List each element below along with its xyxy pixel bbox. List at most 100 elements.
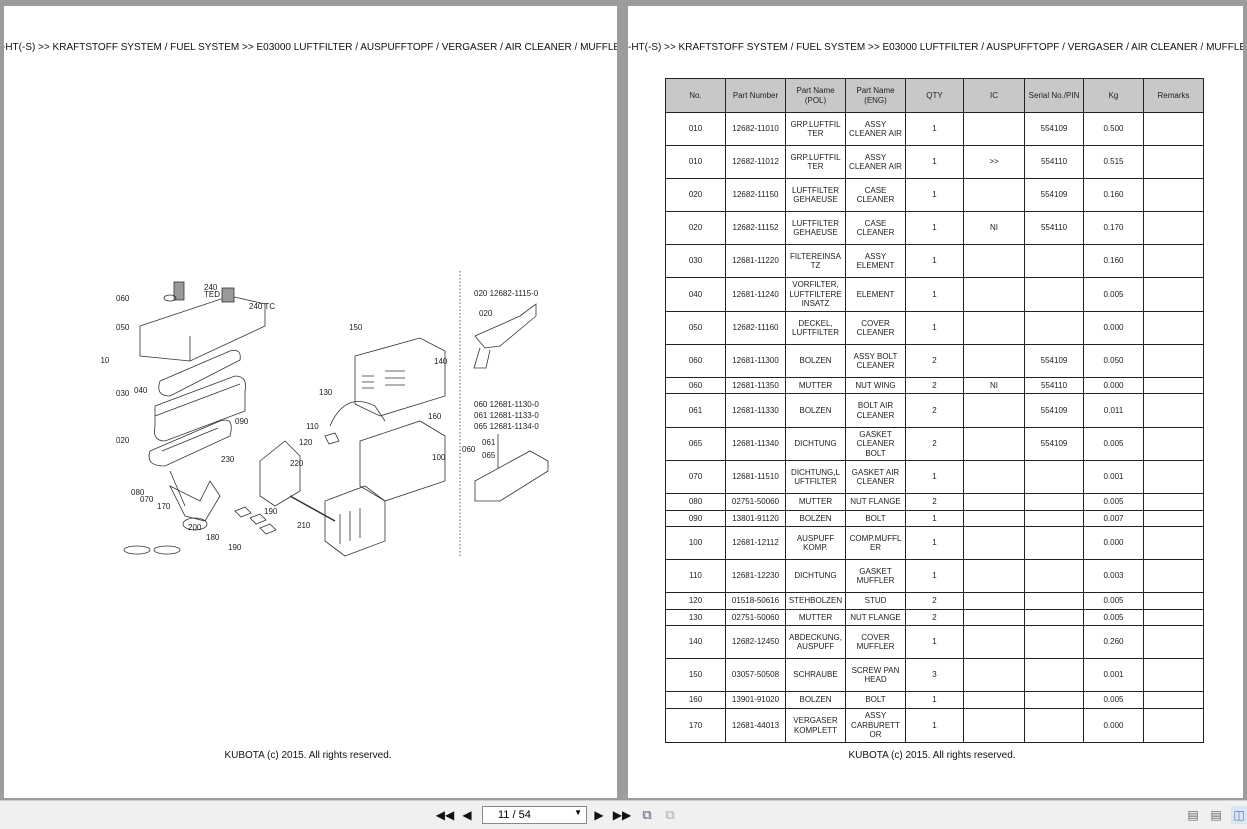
table-cell: 2 <box>906 428 964 461</box>
table-cell: ASSY CLEANER AIR <box>846 146 906 179</box>
table-cell <box>964 494 1025 511</box>
copy-page-icon[interactable]: ⧉ <box>665 807 675 822</box>
table-cell: COVER MUFFLER <box>846 626 906 659</box>
table-cell: 1 <box>906 709 964 743</box>
table-cell: 1 <box>906 212 964 245</box>
table-cell <box>1025 593 1084 610</box>
callout: 050 <box>116 323 130 332</box>
table-cell <box>1025 659 1084 692</box>
callout: 020 <box>116 436 130 445</box>
table-cell: 110 <box>666 560 726 593</box>
table-cell: 0.170 <box>1084 212 1144 245</box>
table-cell: 02751-50060 <box>726 610 786 626</box>
table-cell <box>1144 212 1204 245</box>
table-cell: 0.001 <box>1084 659 1144 692</box>
table-cell: 0.260 <box>1084 626 1144 659</box>
table-cell: NUT FLANGE <box>846 610 906 626</box>
previous-page-icon[interactable]: ◀ <box>462 808 472 822</box>
table-cell: 1 <box>906 527 964 560</box>
table-cell: 2 <box>906 378 964 394</box>
callout: 065 12681-1134-0 <box>474 422 539 431</box>
table-cell: 554109 <box>1025 179 1084 212</box>
callout: 020 12682-1115-0 <box>474 289 539 298</box>
table-cell: 12682-11012 <box>726 146 786 179</box>
table-cell: 0.005 <box>1084 428 1144 461</box>
callout: 190 <box>264 507 278 516</box>
callout: 240 TC <box>249 302 275 311</box>
column-header: IC <box>964 79 1025 113</box>
table-cell: BOLZEN <box>786 345 846 378</box>
muffler-shape <box>359 420 446 502</box>
callout: 150 <box>349 323 363 332</box>
single-page-view-icon[interactable]: ▤ <box>1187 808 1199 822</box>
breadcrumb: -HT(-S) >> KRAFTSTOFF SYSTEM / FUEL SYST… <box>4 42 617 53</box>
table-cell <box>964 428 1025 461</box>
left-page: -HT(-S) >> KRAFTSTOFF SYSTEM / FUEL SYST… <box>4 6 617 798</box>
table-cell: 2 <box>906 345 964 378</box>
table-cell: MUTTER <box>786 494 846 511</box>
table-cell: 0.001 <box>1084 461 1144 494</box>
extract-page-icon[interactable]: ⧉ <box>642 807 652 822</box>
callout: 180 <box>206 533 220 542</box>
table-cell: VORFILTER, LUFTFILTERE INSATZ <box>786 278 846 312</box>
table-cell: GASKET AIR CLEANER <box>846 461 906 494</box>
table-cell <box>1144 527 1204 560</box>
case-variant-shape <box>473 303 537 369</box>
table-cell: 12681-12230 <box>726 560 786 593</box>
table-cell: 01518-50616 <box>726 593 786 610</box>
breadcrumb: -HT(-S) >> KRAFTSTOFF SYSTEM / FUEL SYST… <box>628 42 1243 53</box>
table-cell: >> <box>964 146 1025 179</box>
table-cell <box>964 113 1025 146</box>
table-cell <box>1025 461 1084 494</box>
continuous-view-icon[interactable]: ▤ <box>1210 808 1222 822</box>
callout: 060 12681-1130-0 <box>474 400 539 409</box>
table-cell: 554110 <box>1025 212 1084 245</box>
callout: 030 <box>116 389 130 398</box>
table-cell: CASE CLEANER <box>846 179 906 212</box>
table-cell: 13801-91120 <box>726 511 786 527</box>
table-cell: 12681-11300 <box>726 345 786 378</box>
callout: 060 <box>116 294 130 303</box>
table-cell: 040 <box>666 278 726 312</box>
table-cell: BOLT <box>846 692 906 709</box>
table-cell <box>1144 179 1204 212</box>
next-page-icon[interactable]: ▶ <box>594 808 604 822</box>
page-number-select[interactable]: 11 / 54 ▼ <box>482 806 587 824</box>
page-indicator: 11 / 54 <box>498 809 531 821</box>
table-cell: 0.005 <box>1084 278 1144 312</box>
first-page-icon[interactable]: ◀◀ <box>435 808 455 822</box>
table-cell <box>964 560 1025 593</box>
table-cell: 030 <box>666 245 726 278</box>
column-header: Part Name(ENG) <box>846 79 906 113</box>
table-cell <box>964 527 1025 560</box>
table-cell: 1 <box>906 113 964 146</box>
table-cell: 0.000 <box>1084 709 1144 743</box>
heat-shield-shape <box>259 440 301 507</box>
table-cell: 12681-11510 <box>726 461 786 494</box>
table-cell: 020 <box>666 179 726 212</box>
column-header: Part Number <box>726 79 786 113</box>
table-cell <box>1025 560 1084 593</box>
table-cell: 12681-12112 <box>726 527 786 560</box>
callout: 020 <box>479 309 493 318</box>
table-cell: 060 <box>666 345 726 378</box>
table-cell <box>1144 146 1204 179</box>
prefilter-shape <box>158 350 241 397</box>
table-cell: 080 <box>666 494 726 511</box>
table-cell <box>1144 378 1204 394</box>
table-cell: VERGASER KOMPLETT <box>786 709 846 743</box>
callout: 090 <box>235 417 249 426</box>
table-cell: ASSY CLEANER AIR <box>846 113 906 146</box>
table-cell <box>1144 610 1204 626</box>
last-page-icon[interactable]: ▶▶ <box>612 808 632 822</box>
table-cell: 02751-50060 <box>726 494 786 511</box>
table-cell: GASKET MUFFLER <box>846 560 906 593</box>
cylinder-head-shape <box>324 485 386 557</box>
two-page-view-icon[interactable]: ◫ <box>1231 806 1247 824</box>
table-cell <box>1144 278 1204 312</box>
table-cell: 140 <box>666 626 726 659</box>
callout: 040 <box>134 386 148 395</box>
table-cell: 150 <box>666 659 726 692</box>
callout: 070 <box>140 495 154 504</box>
table-cell: 1 <box>906 692 964 709</box>
